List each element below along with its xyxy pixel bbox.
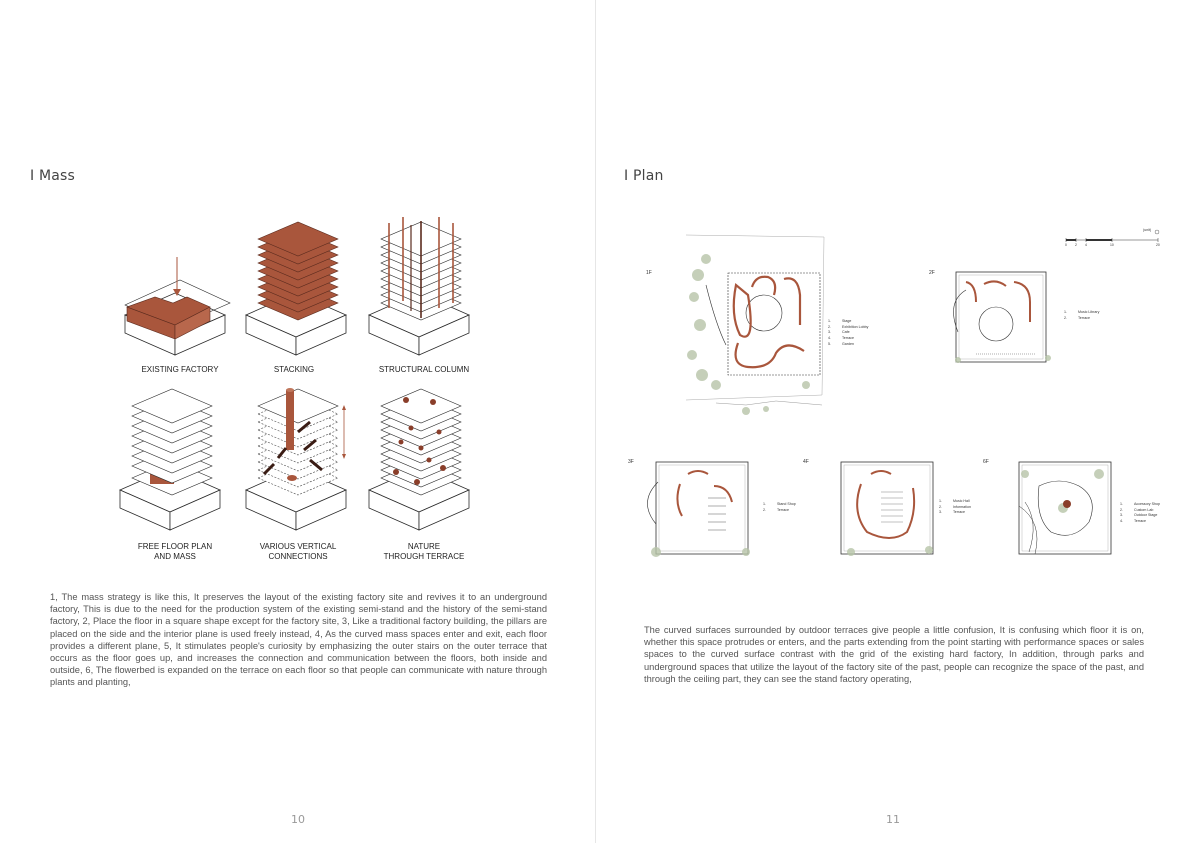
- floor-label-2f: 2F: [929, 270, 935, 276]
- left-page: I Mass: [0, 0, 595, 843]
- scale-tick-2: 2: [1075, 243, 1077, 247]
- scale-tick-10: 10: [1110, 243, 1114, 247]
- label-nature-terrace: NATURE THROUGH TERRACE: [374, 542, 474, 561]
- plan-4f: [841, 462, 933, 556]
- scale-tick-20: 20: [1156, 243, 1160, 247]
- page-number: 11: [886, 813, 900, 826]
- floor-plans: [596, 0, 1191, 843]
- diagram-stacking: [246, 222, 346, 355]
- floor-label-3f: 3F: [628, 459, 634, 465]
- mass-diagrams: [0, 0, 595, 843]
- mass-description: 1, The mass strategy is like this, It pr…: [50, 591, 547, 689]
- diagram-structural-column: [369, 217, 469, 355]
- diagram-nature-terrace: [369, 389, 469, 530]
- label-free-floor-plan: FREE FLOOR PLAN AND MASS: [125, 542, 225, 561]
- right-page: I Plan: [596, 0, 1191, 843]
- diagram-free-floor-plan: [120, 389, 220, 530]
- legend-3f: 1.Stand Shop 2.Terrace: [763, 502, 796, 513]
- label-structural-column: STRUCTURAL COLUMN: [366, 365, 482, 375]
- page-number: 10: [291, 813, 305, 826]
- floor-label-1f: 1F: [646, 270, 652, 276]
- diagram-existing-factory: [125, 257, 230, 355]
- floor-label-4f: 4F: [803, 459, 809, 465]
- diagram-vertical-connections: [246, 388, 346, 530]
- scale-tick-0: 0: [1065, 243, 1067, 247]
- legend-1f: 1.Stage 2.Exhibition Lobby 3.Cafe 4.Terr…: [828, 319, 868, 348]
- legend-2f: 1.Music Library 2.Terrace: [1064, 310, 1099, 321]
- plan-1f: [686, 235, 824, 415]
- legend-6f: 1.Accessory Shop 2.Custom Lab 3.Outdoor …: [1120, 502, 1160, 525]
- plan-6f: [1019, 462, 1111, 554]
- label-vertical-connections: VARIOUS VERTICAL CONNECTIONS: [248, 542, 348, 561]
- plan-2f: [954, 272, 1052, 363]
- plan-3f: [647, 462, 750, 557]
- legend-4f: 1.Music Hall 2.Information 3.Terrace: [939, 499, 971, 516]
- scale-tick-4: 4: [1085, 243, 1087, 247]
- label-existing-factory: EXISTING FACTORY: [130, 365, 230, 375]
- floor-label-6f: 6F: [983, 459, 989, 465]
- scale-unit-label: (unit): [1143, 228, 1151, 232]
- label-stacking: STACKING: [244, 365, 344, 375]
- plan-description: The curved surfaces surrounded by outdoo…: [644, 624, 1144, 685]
